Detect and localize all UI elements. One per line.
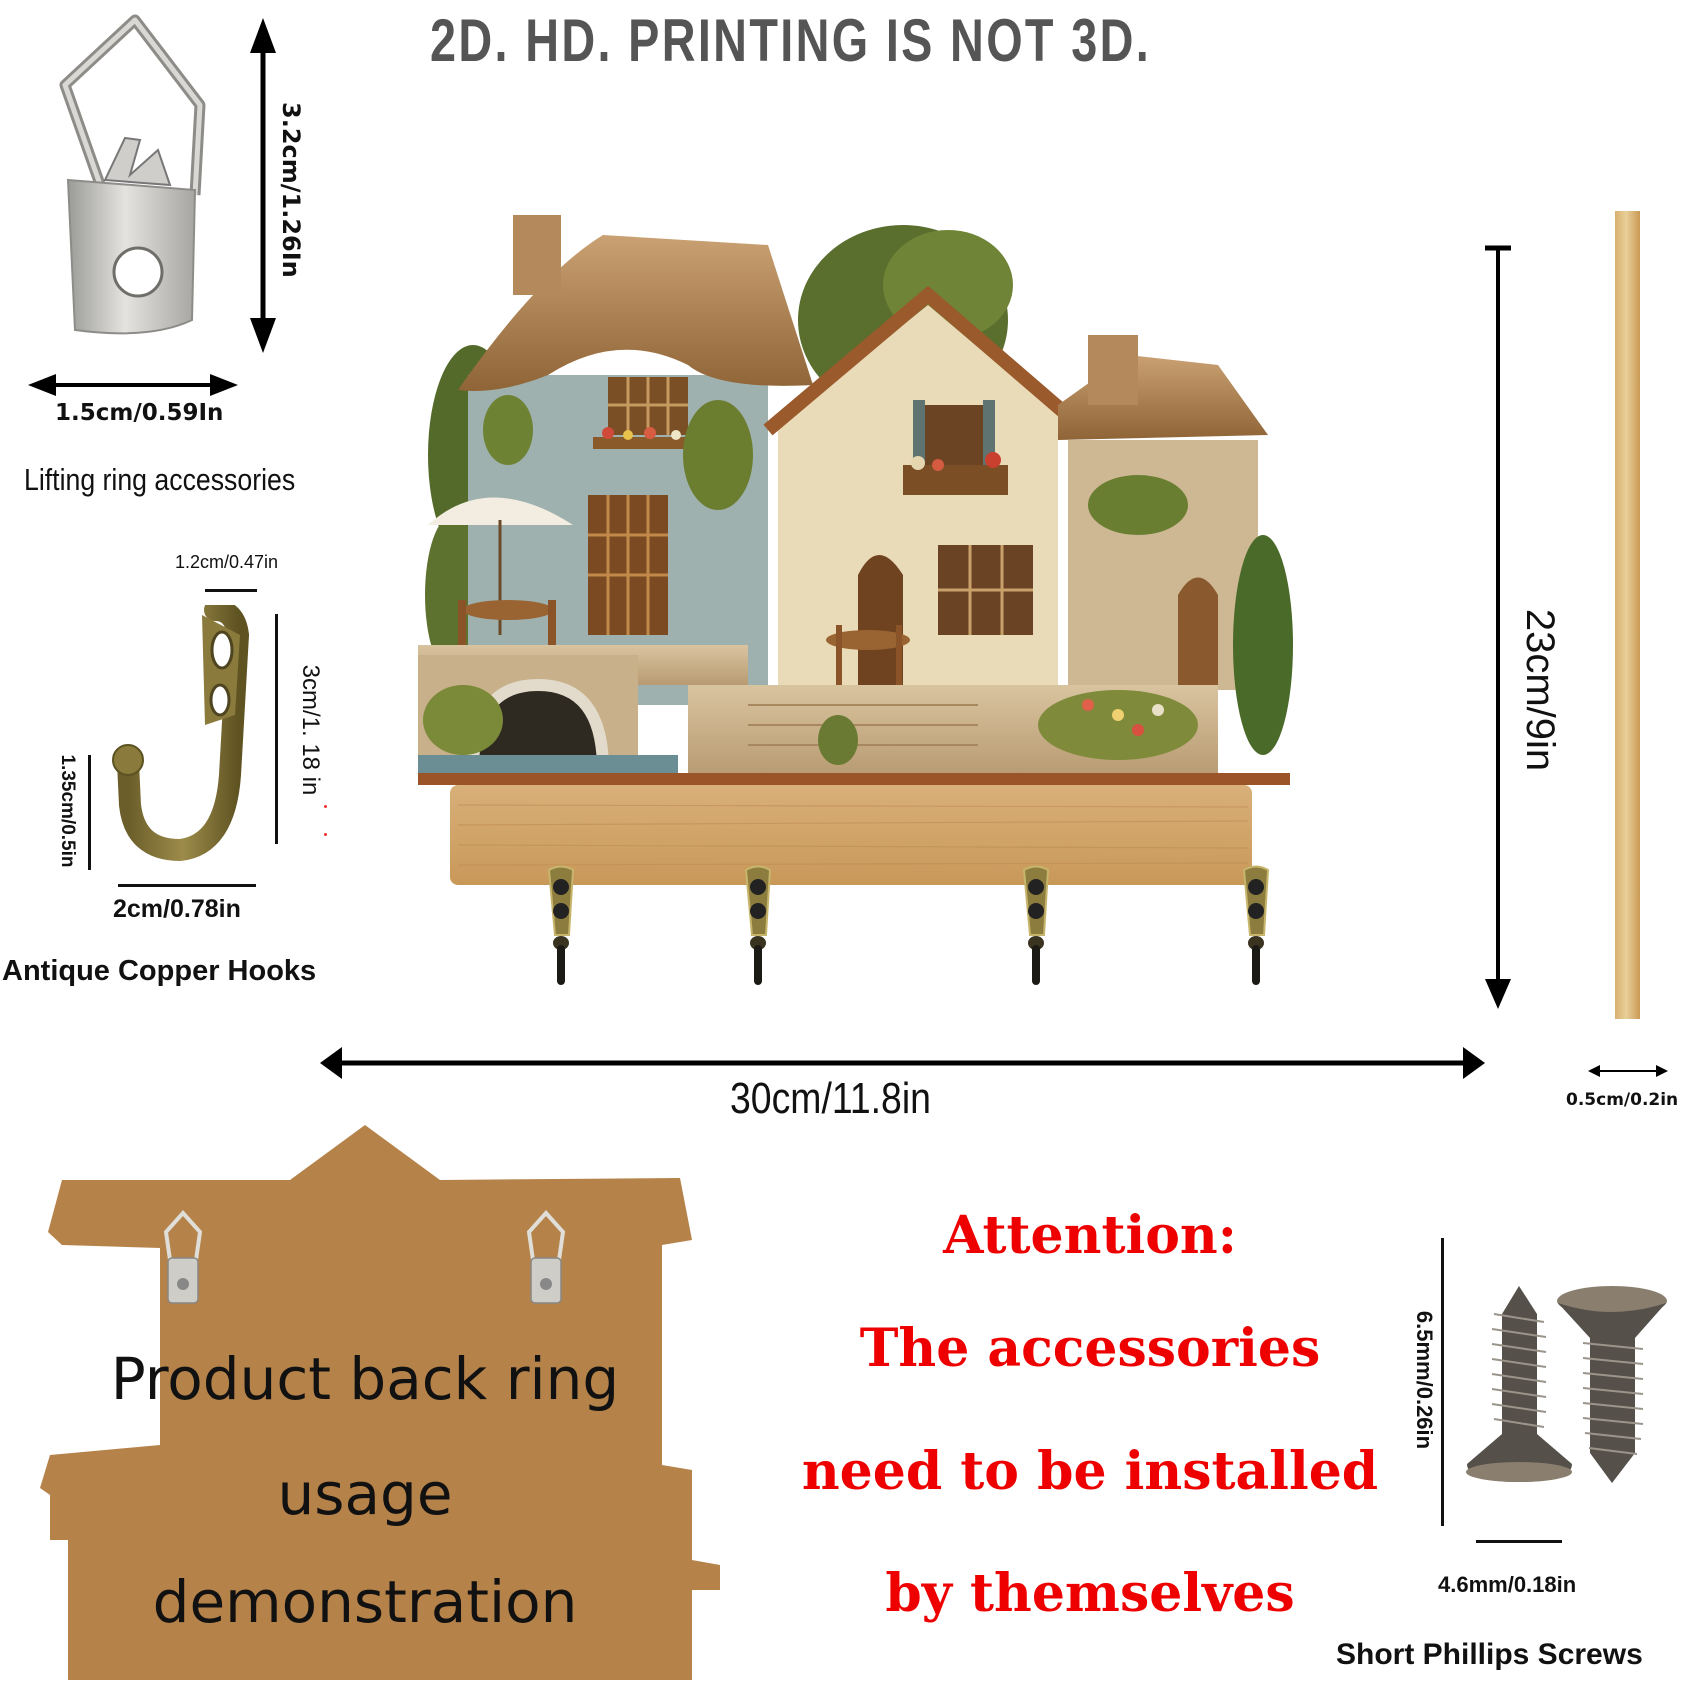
j-hook-icon [110, 605, 250, 875]
ring-height-label: 3.2cm/1.26In [277, 102, 305, 278]
back-ring-left-icon [160, 1210, 206, 1310]
hook-top-width-line [205, 589, 257, 592]
screws-caption: Short Phillips Screws [1336, 1638, 1643, 1671]
hook-width-label: 2cm/0.78in [113, 895, 241, 923]
hook-depth-label: 1.35cm/0.5in [57, 754, 78, 868]
back-demo-line-1: Product back ring [110, 1345, 620, 1413]
screw-width-label: 4.6mm/0.18in [1438, 1572, 1577, 1597]
hook-top-width-label: 1.2cm/0.47in [175, 552, 279, 572]
back-demo-line-3: demonstration [152, 1568, 578, 1636]
thickness-arrow [1588, 1064, 1668, 1078]
product-hook-2 [742, 865, 774, 990]
attention-heading: Attention: [943, 1205, 1237, 1266]
page-title: 2D. HD. PRINTING IS NOT 3D. [430, 7, 1152, 74]
screw-height-line [1441, 1238, 1444, 1526]
back-demo-line-2: usage [277, 1460, 453, 1528]
ring-width-label: 1.5cm/0.59In [55, 400, 224, 426]
product-height-label: 23cm/9in [1518, 608, 1562, 772]
product-hook-3 [1020, 865, 1052, 990]
attention-line-3: need to be installed [801, 1441, 1379, 1502]
product-hook-4 [1240, 865, 1272, 990]
product-width-arrow [320, 1047, 1485, 1079]
ring-width-arrow [28, 372, 238, 398]
hook-caption: Antique Copper Hooks [2, 955, 317, 987]
hook-height-line [275, 614, 278, 844]
product-image [418, 215, 1366, 985]
product-hook-1 [545, 865, 577, 990]
back-ring-right-icon [523, 1210, 569, 1310]
thickness-label: 0.5cm/0.2in [1566, 1090, 1679, 1110]
product-width-label: 30cm/11.8in [730, 1074, 931, 1123]
attention-line-4: by themselves [885, 1563, 1295, 1624]
hook-width-line [118, 884, 256, 887]
screw-width-line [1476, 1540, 1562, 1543]
phillips-screw-icon-2 [1555, 1283, 1670, 1488]
product-height-arrow [1483, 244, 1513, 1009]
d-ring-hanger-icon [30, 10, 220, 350]
ring-caption: Lifting ring accessories [24, 462, 296, 497]
ring-height-arrow [248, 18, 278, 353]
phillips-screw-icon-1 [1462, 1284, 1577, 1489]
screw-height-label: 6.5mm/0.26in [1412, 1310, 1437, 1450]
attention-line-2: The accessories [859, 1318, 1321, 1379]
red-dot [324, 833, 327, 836]
red-dot [324, 805, 327, 808]
product-side-strip [1615, 211, 1640, 1019]
hook-height-label: 3cm/1. 18 in [297, 664, 324, 796]
hook-depth-line [88, 755, 91, 870]
